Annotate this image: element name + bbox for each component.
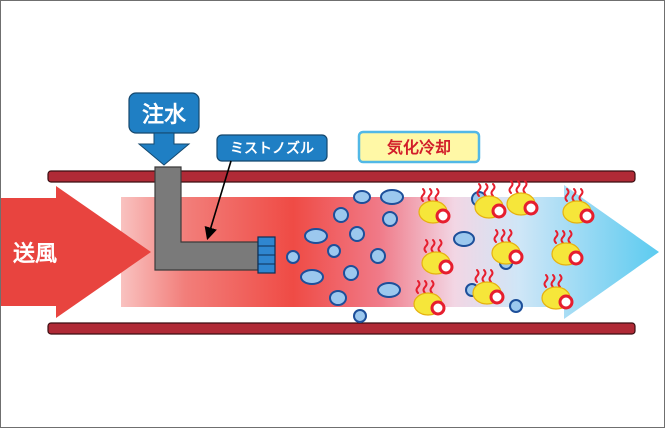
droplet-icon [343,265,359,281]
droplet-icon [329,290,347,306]
heat-particle-icon [491,229,524,265]
droplet-group [286,189,523,323]
droplet-icon [349,226,365,242]
heat-particle-icon [474,183,507,219]
droplet-icon [380,189,404,205]
airflow-label: 送風 [13,241,57,267]
droplet-icon [327,244,341,258]
droplet-icon [370,248,386,264]
mist-nozzle-label-box [216,134,328,162]
droplet-icon [353,309,367,323]
air-flow-gradient-arrow [121,185,659,319]
droplet-icon [453,231,475,247]
heat-particle-icon [551,230,584,266]
nozzle-icon [257,236,276,274]
heat-particle-icon [418,188,451,224]
pipe-bottom-wall [47,322,636,335]
droplet-icon [509,299,523,313]
cooling-label: 気化冷却 [387,138,451,157]
droplet-icon [300,269,324,285]
heat-particle-icon [506,180,539,216]
heat-particle-icon [472,269,505,305]
heat-particle-icon [413,280,446,316]
cooling-label-box [357,130,481,164]
heat-particle-group [413,180,595,316]
droplet-icon [353,190,371,204]
airflow-arrow-icon [1,186,151,318]
droplet-icon [382,211,398,227]
heat-particle-icon [562,188,595,224]
droplet-icon [286,250,300,264]
heat-particle-icon [541,274,574,310]
pipe-top-wall [47,170,636,183]
heat-particle-icon [421,239,454,275]
droplet-icon [333,207,349,223]
droplet-icon [377,282,401,298]
droplet-icon [304,228,328,244]
mist-nozzle-pointer [204,160,232,241]
water-down-arrow-icon [137,132,191,166]
mist-nozzle-label: ミストノズル [230,140,314,157]
water-input-label: 注水 [142,102,187,128]
